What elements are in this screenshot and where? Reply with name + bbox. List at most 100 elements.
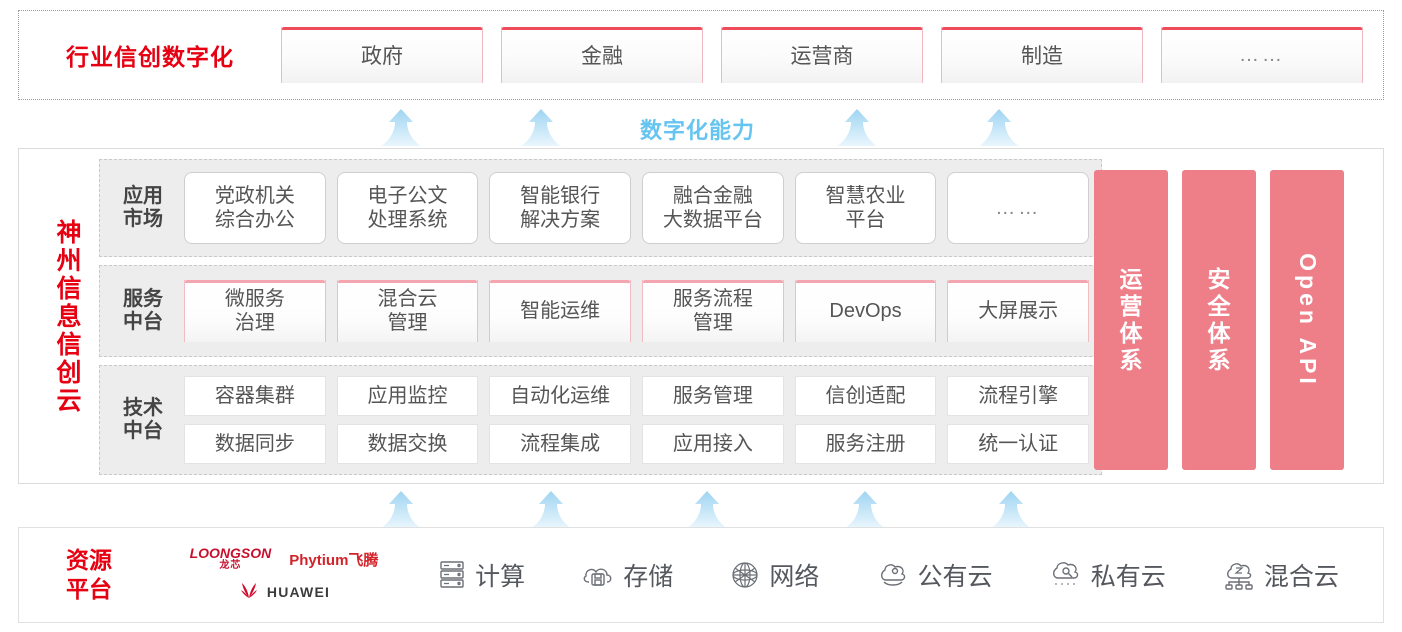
industry-card-list: 政府 金融 运营商 制造 …… <box>281 27 1383 83</box>
pillar-open-api[interactable]: Open API <box>1270 170 1344 470</box>
upward-arrow-icon <box>686 490 728 530</box>
network-icon <box>729 559 761 591</box>
technical-tile-stack: 容器集群 应用监控 自动化运维 服务管理 信创适配 流程引擎 数据同步 数据交换… <box>176 376 1101 464</box>
tile-data-sync[interactable]: 数据同步 <box>184 424 326 464</box>
loongson-logo: LOONGSON 龙芯 <box>189 545 272 572</box>
tile-process-integration[interactable]: 流程集成 <box>489 424 632 464</box>
resource-item-network[interactable]: 网络 <box>729 557 819 593</box>
upward-arrow-icon <box>978 108 1020 148</box>
tile-hybrid-cloud-management[interactable]: 混合云 管理 <box>336 280 479 342</box>
upward-arrow-icon <box>836 108 878 148</box>
tile-smart-agriculture[interactable]: 智慧农业 平台 <box>794 172 937 244</box>
industry-band-title: 行业信创数字化 <box>66 44 234 70</box>
row-label-service-platform: 服务 中台 <box>123 288 163 333</box>
service-tile-list: 微服务 治理 混合云 管理 智能运维 服务流程 管理 DevOps <box>176 280 1101 342</box>
industry-card-more[interactable]: …… <box>1161 27 1363 83</box>
tile-unified-authentication[interactable]: 统一认证 <box>947 424 1090 464</box>
capability-label: 数字化能力 <box>640 118 756 143</box>
server-icon <box>437 559 467 591</box>
cloud-rows: 应用 市场 党政机关 综合办公 电子公文 处理系统 智能银行 解决方案 <box>99 159 1102 475</box>
industry-card-finance[interactable]: 金融 <box>501 27 703 83</box>
phytium-logo: Phytium飞腾 <box>289 551 379 569</box>
resource-item-label: 网络 <box>769 563 820 591</box>
resource-item-compute[interactable]: 计算 <box>437 557 525 593</box>
huawei-logo-text: HUAWEI <box>266 584 331 601</box>
huawei-flower-icon <box>238 581 260 604</box>
pillar-operations-system[interactable]: 运 营 体 系 <box>1094 170 1168 470</box>
public-cloud-icon <box>876 560 910 590</box>
vendor-logo-group: LOONGSON 龙芯 Phytium飞腾 HUAWEI <box>159 546 409 603</box>
tile-big-screen-display[interactable]: 大屏展示 <box>947 280 1090 342</box>
cloud-vertical-title: 神 州 信 息 信 创 云 <box>41 157 97 477</box>
row-application-market: 应用 市场 党政机关 综合办公 电子公文 处理系统 智能银行 解决方案 <box>99 159 1102 257</box>
hybrid-cloud-icon <box>1222 559 1256 591</box>
tile-service-process-management[interactable]: 服务流程 管理 <box>642 280 784 342</box>
cloud-title-char: 州 <box>56 246 82 275</box>
resource-item-list: 计算 存储 <box>409 557 1383 593</box>
industry-card-label: 制造 <box>1021 45 1063 68</box>
upward-arrow-icon <box>380 108 422 148</box>
resource-item-private-cloud[interactable]: 私有云 <box>1049 557 1166 593</box>
tile-intelligent-ops[interactable]: 智能运维 <box>489 280 632 342</box>
technical-tile-row-a: 容器集群 应用监控 自动化运维 服务管理 信创适配 流程引擎 <box>184 376 1090 416</box>
tile-microservice-governance[interactable]: 微服务 治理 <box>184 280 326 342</box>
upward-arrow-icon <box>990 490 1032 530</box>
industry-card-telecom[interactable]: 运营商 <box>721 27 923 83</box>
private-cloud-icon <box>1049 559 1083 591</box>
pillar-label: 安 全 体 系 <box>1207 265 1231 374</box>
cloud-title-char: 创 <box>56 358 82 387</box>
industry-card-label: 运营商 <box>790 45 854 68</box>
cloud-title-char: 息 <box>56 302 82 331</box>
resource-item-label: 存储 <box>623 563 674 591</box>
row-label-technical-platform: 技术 中台 <box>123 397 163 442</box>
resource-band: 资源 平台 LOONGSON 龙芯 Phytium飞腾 <box>18 527 1384 623</box>
tile-automated-ops[interactable]: 自动化运维 <box>489 376 632 416</box>
application-tile-list: 党政机关 综合办公 电子公文 处理系统 智能银行 解决方案 融合金融 大数据平台 <box>176 172 1101 244</box>
tile-process-engine[interactable]: 流程引擎 <box>947 376 1090 416</box>
tile-service-registry[interactable]: 服务注册 <box>794 424 937 464</box>
resource-item-hybrid-cloud[interactable]: 混合云 <box>1222 557 1339 593</box>
cloud-title-char: 神 <box>56 218 82 247</box>
row-label-application-market: 应用 市场 <box>123 185 163 230</box>
tile-edoc-system[interactable]: 电子公文 处理系统 <box>336 172 479 244</box>
tile-smart-bank[interactable]: 智能银行 解决方案 <box>489 172 632 244</box>
resource-item-label: 公有云 <box>917 563 993 591</box>
technical-tile-row-b: 数据同步 数据交换 流程集成 应用接入 服务注册 统一认证 <box>184 424 1090 464</box>
resource-band-title: 资源 平台 <box>66 547 112 602</box>
industry-card-government[interactable]: 政府 <box>281 27 483 83</box>
tile-finance-bigdata[interactable]: 融合金融 大数据平台 <box>642 172 784 244</box>
resource-item-public-cloud[interactable]: 公有云 <box>876 557 993 593</box>
pillar-label: Open API <box>1294 252 1321 388</box>
industry-card-label: 金融 <box>581 45 623 68</box>
industry-card-manufacturing[interactable]: 制造 <box>941 27 1143 83</box>
cloud-title-char: 信 <box>56 274 82 303</box>
tile-service-management[interactable]: 服务管理 <box>642 376 784 416</box>
upward-arrow-icon <box>844 490 886 530</box>
resource-item-storage[interactable]: 存储 <box>581 557 673 593</box>
upward-arrow-icon <box>380 490 422 530</box>
tile-devops[interactable]: DevOps <box>794 280 937 342</box>
industry-card-label: 政府 <box>361 45 403 68</box>
tile-application-more[interactable]: …… <box>947 172 1090 244</box>
tile-application-access[interactable]: 应用接入 <box>642 424 784 464</box>
resource-item-label: 混合云 <box>1263 563 1339 591</box>
tile-data-exchange[interactable]: 数据交换 <box>336 424 479 464</box>
pillar-label: 运 营 体 系 <box>1119 265 1143 374</box>
row-technical-platform: 技术 中台 容器集群 应用监控 自动化运维 服务管理 信创适配 流程引擎 数据同… <box>99 365 1102 475</box>
resource-item-label: 私有云 <box>1090 563 1166 591</box>
upward-arrow-icon <box>520 108 562 148</box>
row-service-platform: 服务 中台 微服务 治理 混合云 管理 智能运维 服务流程 <box>99 265 1102 357</box>
tile-application-monitoring[interactable]: 应用监控 <box>336 376 479 416</box>
cloud-title-char: 云 <box>56 386 82 415</box>
industry-card-label: …… <box>1239 43 1285 66</box>
cloud-storage-icon <box>581 560 615 590</box>
cloud-title-char: 信 <box>56 330 82 359</box>
upward-arrow-icon <box>530 490 572 530</box>
pillar-list: 运 营 体 系 安 全 体 系 Open API <box>1094 170 1344 470</box>
tile-party-gov-office[interactable]: 党政机关 综合办公 <box>184 172 326 244</box>
tile-container-cluster[interactable]: 容器集群 <box>184 376 326 416</box>
industry-band: 行业信创数字化 政府 金融 运营商 制造 …… <box>18 10 1384 100</box>
pillar-security-system[interactable]: 安 全 体 系 <box>1182 170 1256 470</box>
tile-xinchuang-adaptation[interactable]: 信创适配 <box>794 376 937 416</box>
